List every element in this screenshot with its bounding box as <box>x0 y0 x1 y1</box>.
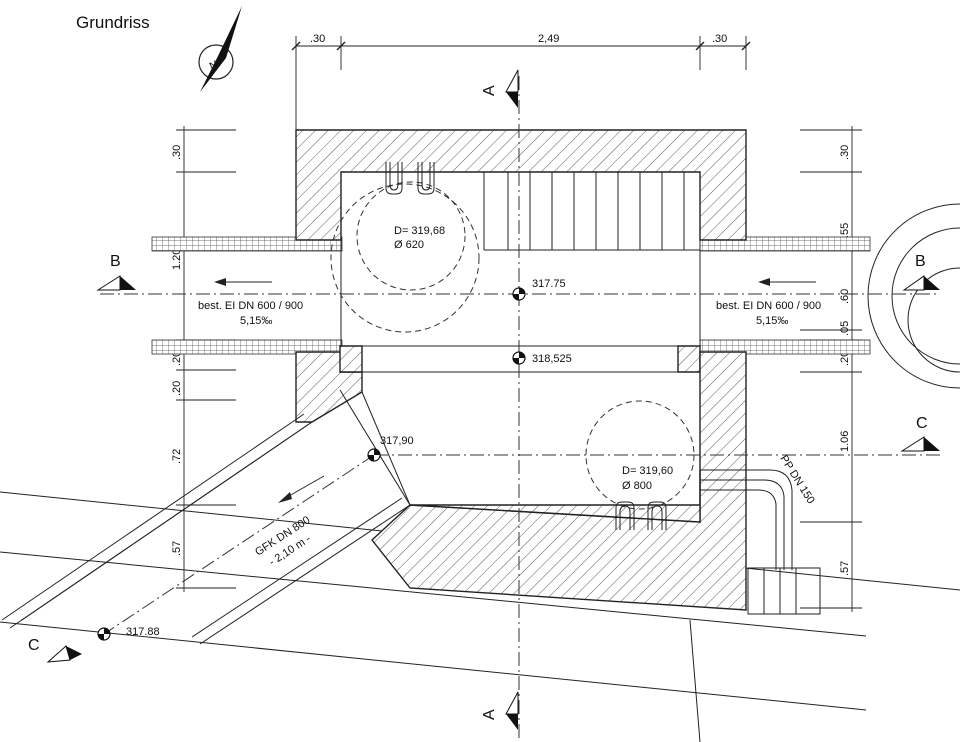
dim-left-5: .72 <box>171 449 183 464</box>
dim-right-4: .05 <box>839 321 851 336</box>
section-axes <box>100 76 940 742</box>
dim-right-5: .20 <box>839 351 851 366</box>
top-dimension-chain: .30 2,49 .30 <box>291 33 751 130</box>
elevation-outlet: 317.88 <box>126 626 160 638</box>
pipe-left-label: best. EI DN 600 / 900 <box>198 300 303 312</box>
elevation-inlet-icon <box>367 448 381 462</box>
section-label-c-left: C <box>28 637 40 654</box>
pipe-left-slope: 5,15‰ <box>240 315 272 327</box>
section-marker-b-right: B <box>902 253 940 291</box>
dim-left-4: .20 <box>171 381 183 396</box>
shaft-right-diameter: Ø 800 <box>622 480 652 492</box>
elevation-outlet-icon <box>97 627 111 641</box>
manhole-walls <box>295 129 747 611</box>
dim-left-2: 1.20 <box>171 249 183 270</box>
elevation-center: 317.75 <box>532 278 566 290</box>
existing-pipe-bands <box>151 236 871 355</box>
section-label-a-top: A <box>481 85 498 96</box>
gfk-pipe: GFK DN 800 - 2,10 m - <box>1 389 411 645</box>
section-label-b-left: B <box>110 253 121 270</box>
dim-right-6: 1.06 <box>839 431 851 452</box>
right-dimension-chain: .30 .55 .60 .05 .20 1.06 .57 <box>800 126 862 612</box>
section-marker-b-left: B <box>96 253 136 291</box>
section-marker-c-left: C <box>28 637 82 663</box>
elevation-inlet: 317,90 <box>380 435 414 447</box>
section-marker-c-right: C <box>900 415 940 452</box>
elevation-lower: 318,525 <box>532 353 572 365</box>
pp-pipe-label: PP DN 150 <box>777 453 816 506</box>
terrain-lines <box>0 203 960 742</box>
north-arrow-icon: N <box>198 6 242 92</box>
drawing-title: Grundriss <box>76 13 150 32</box>
shaft-left-diameter: Ø 620 <box>394 239 424 251</box>
elevation-lower-icon <box>512 351 526 365</box>
shaft-left-depth: D= 319,68 <box>394 225 445 237</box>
section-label-b-right: B <box>915 253 926 270</box>
dim-left-3: .20 <box>171 351 183 366</box>
section-label-c-right: C <box>916 415 928 432</box>
section-marker-a-bottom: A <box>481 691 519 730</box>
dim-left-1: .30 <box>171 145 183 160</box>
elevation-markers: 317.75 318,525 317,90 317.88 <box>97 278 572 641</box>
ladder-rung-icons <box>385 162 667 530</box>
dim-right-2: .55 <box>839 223 851 238</box>
dim-left-6: .57 <box>171 541 183 556</box>
existing-pipe-labels: best. EI DN 600 / 900 5,15‰ best. EI DN … <box>198 278 821 327</box>
left-dimension-chain: .30 1.20 .20 .20 .72 .57 <box>171 126 236 592</box>
shaft-right-depth: D= 319,60 <box>622 465 673 477</box>
pipe-right-label: best. EI DN 600 / 900 <box>716 300 821 312</box>
dim-top-middle: 2,49 <box>538 33 559 45</box>
dim-right-7: .57 <box>839 561 851 576</box>
elevation-center-icon <box>512 287 526 301</box>
pipe-right-slope: 5,15‰ <box>756 315 788 327</box>
section-label-a-bottom: A <box>481 709 498 720</box>
shaft-circles: D= 319,68 Ø 620 D= 319,60 Ø 800 <box>330 181 695 510</box>
chamber-interior <box>340 172 701 522</box>
dim-top-right: .30 <box>712 33 727 45</box>
section-marker-a-top: A <box>481 69 519 108</box>
dim-right-3: .60 <box>839 289 851 304</box>
dim-right-1: .30 <box>839 145 851 160</box>
dim-top-left: .30 <box>310 33 325 45</box>
